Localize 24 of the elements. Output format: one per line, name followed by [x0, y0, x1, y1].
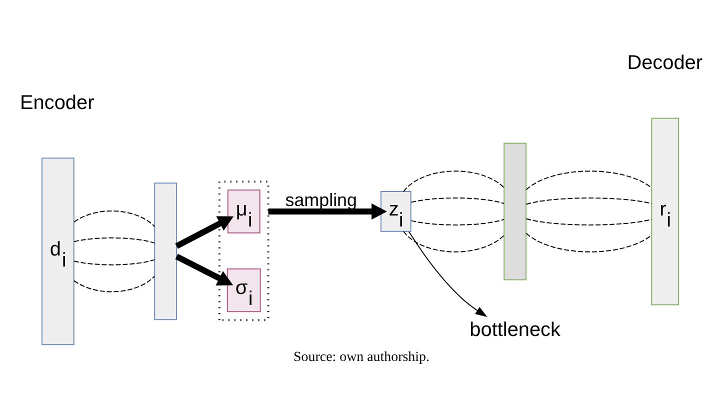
node-box: [504, 142, 526, 280]
label: Encoder: [20, 92, 94, 114]
connector: [403, 230, 504, 252]
connector: [403, 170, 504, 192]
arrow: [268, 203, 387, 220]
connector: [410, 218, 504, 226]
connector: [74, 259, 156, 266]
connector: [526, 218, 652, 226]
arrow: [175, 216, 234, 249]
node-text: bottleneck: [470, 319, 560, 342]
edge-label: sampling: [285, 190, 358, 210]
connector: [526, 198, 652, 205]
connector: [74, 210, 156, 227]
arrow: [408, 231, 488, 317]
arrow: [175, 254, 234, 286]
connector: [526, 170, 652, 190]
connector: [74, 276, 156, 292]
connector: [410, 198, 504, 204]
label: Decoder: [627, 52, 703, 74]
cluster: [218, 180, 270, 322]
caption: Source: own authorship.: [294, 350, 430, 366]
connector: [526, 232, 652, 252]
node-box: [154, 182, 178, 320]
connector: [74, 237, 156, 244]
